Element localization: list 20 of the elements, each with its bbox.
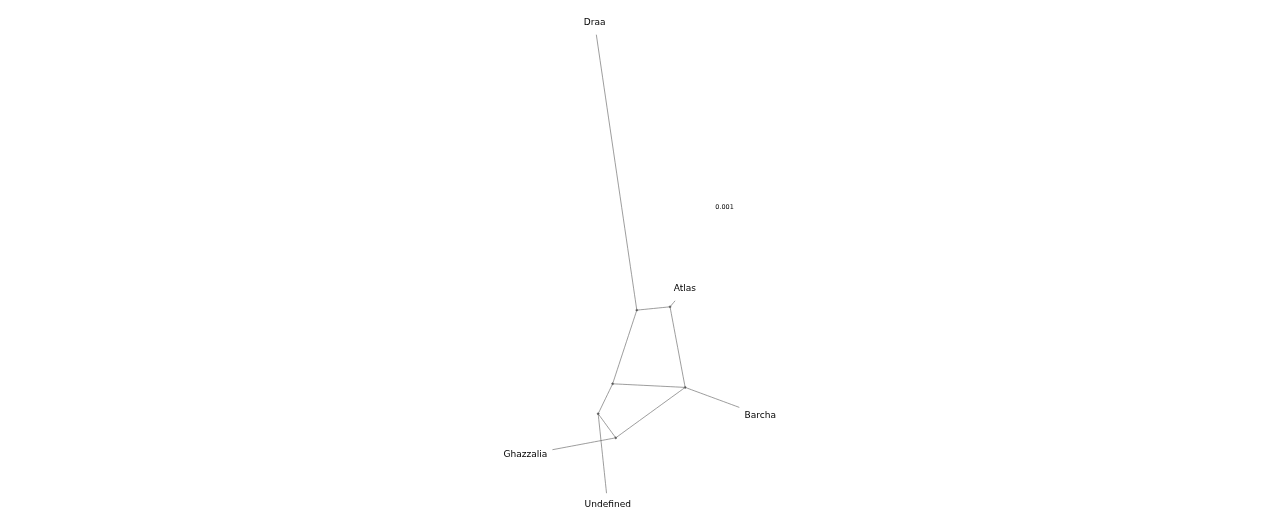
- connector: [670, 300, 676, 307]
- node-point: [596, 412, 600, 415]
- connector: [612, 310, 637, 384]
- node-point: [683, 386, 687, 389]
- connector: [597, 414, 607, 494]
- node-point: [668, 305, 672, 309]
- connector: [637, 306, 670, 311]
- connector: [613, 383, 685, 388]
- connector: [596, 34, 637, 310]
- connector: [598, 384, 613, 414]
- node-text: Draa: [583, 17, 606, 28]
- node-text: Barcha: [744, 409, 777, 420]
- node-text: Undefined: [584, 499, 631, 510]
- connector: [685, 387, 740, 408]
- connector: [669, 307, 686, 387]
- node-text: Atlas: [673, 283, 697, 294]
- node-point: [611, 382, 614, 386]
- node-point: [614, 436, 617, 440]
- node-point: [635, 308, 639, 312]
- node-text: Ghazzalia: [503, 449, 548, 460]
